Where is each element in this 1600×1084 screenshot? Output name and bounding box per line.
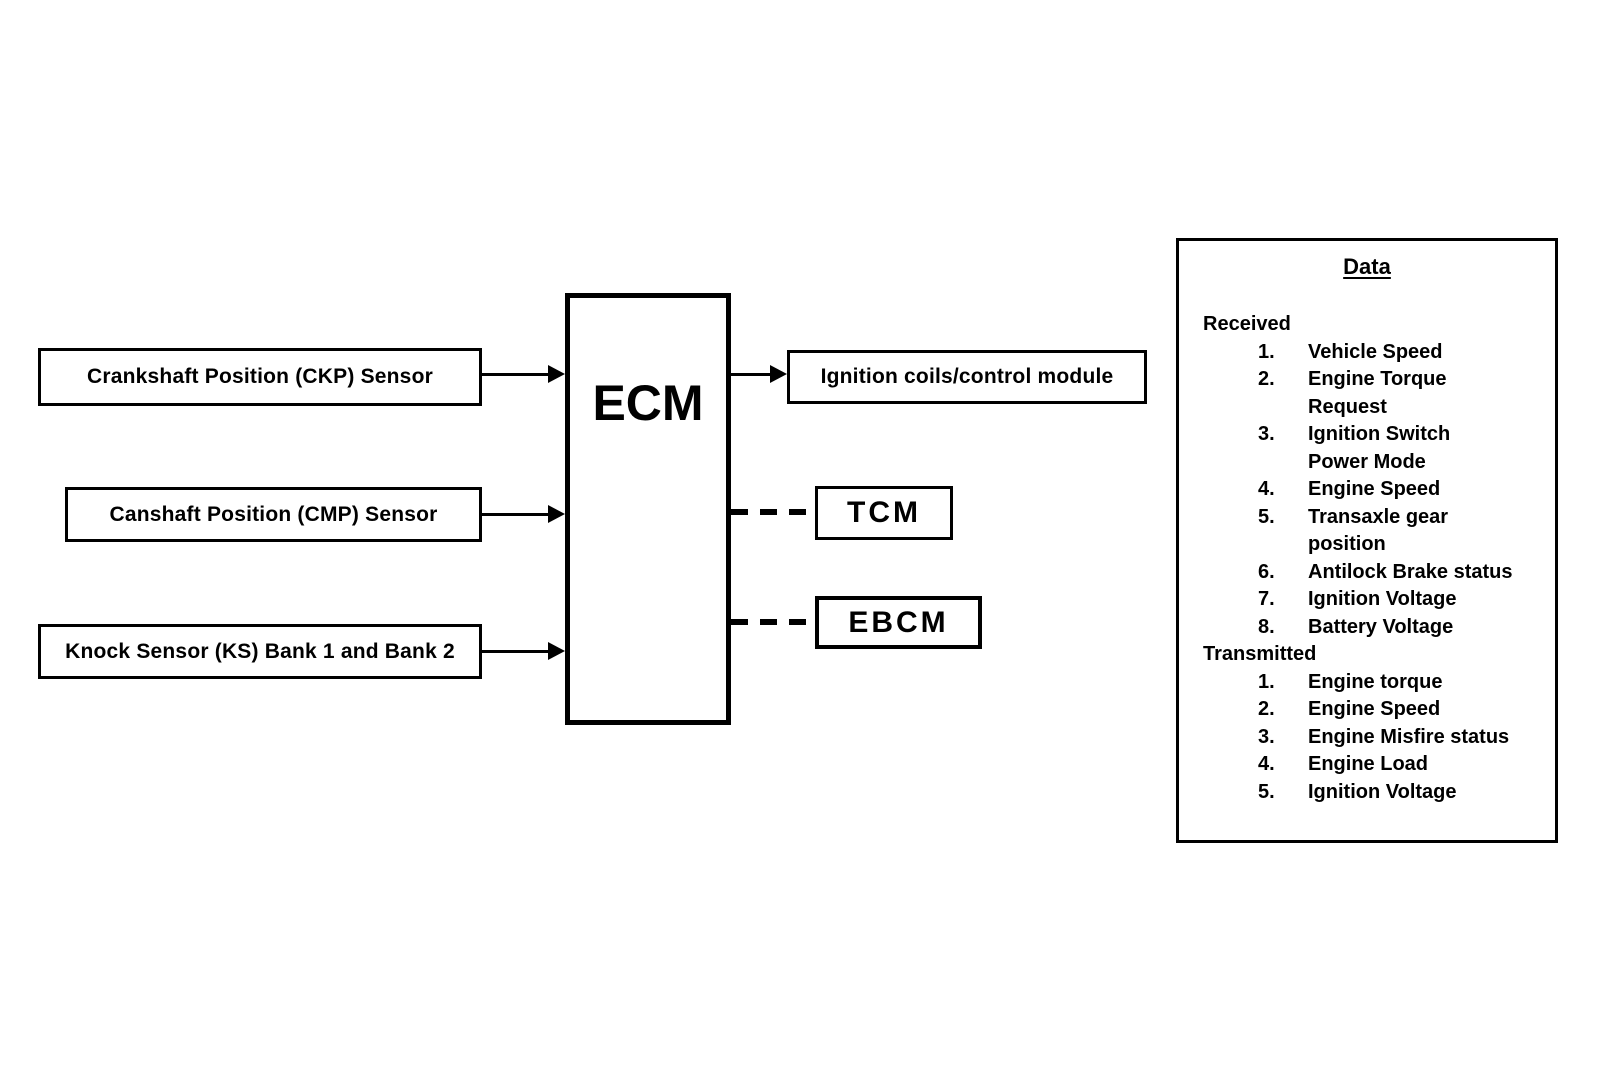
item-text: Ignition Voltage [1308,780,1457,803]
cmp-sensor-label: Canshaft Position (CMP) Sensor [109,502,438,526]
item-number: 5. [1258,505,1275,528]
ecm-to-ignition-line [731,373,772,376]
output-box-ebcm: EBCM [815,596,982,649]
ecm-to-ignition-arrowhead-icon [770,365,787,383]
item-number: 6. [1258,560,1275,583]
item-number: 4. [1258,478,1275,500]
data-panel: Data Received 1. Vehicle Speed 2. Engine Tor… [1176,238,1558,843]
output-box-tcm: TCM [815,486,953,540]
ecm-label: ECM [592,375,704,431]
input-box-ckp-sensor: Crankshaft Position (CKP) Sensor [38,348,482,406]
ckp-to-ecm-line [482,373,550,376]
item-number: 1. [1258,670,1275,693]
item-text: Antilock Brake status [1308,560,1513,583]
data-list-item: 4. Engine Speed [1179,476,1555,504]
data-section-heading: Received [1203,313,1291,335]
item-number: 3. [1258,423,1275,445]
ebcm-label: EBCM [848,605,949,639]
cmp-to-ecm-arrowhead-icon [548,505,565,523]
output-box-ignition-coils: Ignition coils/control module [787,350,1147,404]
data-section-heading: Transmitted [1203,643,1317,665]
item-text: Battery Voltage [1308,615,1454,638]
ckp-sensor-label: Crankshaft Position (CKP) Sensor [87,365,433,388]
data-list-item: 2. Engine Speed [1179,696,1555,724]
data-list-item: 7. Ignition Voltage [1179,586,1555,614]
item-number: 2. [1258,698,1275,720]
data-list-item: 4. Engine Load [1179,751,1555,779]
ecm-to-ebcm-dashed-line [731,619,815,625]
item-number: 8. [1258,615,1275,638]
knock-sensor-label: Knock Sensor (KS) Bank 1 and Bank 2 [65,639,455,663]
item-number: 7. [1258,588,1275,610]
input-box-knock-sensor: Knock Sensor (KS) Bank 1 and Bank 2 [38,624,482,679]
item-number: 4. [1258,753,1275,775]
ecm-to-tcm-dashed-line [731,509,815,515]
item-text: Engine torque [1308,670,1443,693]
data-list-item: 8. Battery Voltage [1179,614,1555,642]
data-list-item: 3. Engine Misfire status [1179,724,1555,752]
item-number: 5. [1258,780,1275,803]
item-text: Vehicle Speed [1308,340,1443,363]
item-text: Engine Speed [1308,698,1441,720]
data-list-item: 1. Engine torque [1179,669,1555,697]
data-list-item: 1. Vehicle Speed [1179,339,1555,367]
ks-to-ecm-arrowhead-icon [548,642,565,660]
data-panel-title: Data [1343,254,1391,279]
ecm-box: ECM [565,293,731,725]
tcm-label: TCM [847,496,921,529]
item-text: Engine Misfire status [1308,725,1510,748]
data-list-item: 5. Ignition Voltage [1179,779,1555,807]
ks-to-ecm-line [482,650,550,653]
item-text: Engine Speed [1308,478,1441,500]
item-text: Engine Load [1308,753,1428,775]
cmp-to-ecm-line [482,513,550,516]
item-number: 2. [1258,368,1275,390]
data-list-item: 6. Antilock Brake status [1179,559,1555,587]
ckp-to-ecm-arrowhead-icon [548,365,565,383]
item-number: 1. [1258,340,1275,363]
item-number: 3. [1258,725,1275,748]
ignition-coils-label: Ignition coils/control module [820,365,1114,388]
input-box-cmp-sensor: Canshaft Position (CMP) Sensor [65,487,482,542]
item-text: Ignition Voltage [1308,588,1457,610]
